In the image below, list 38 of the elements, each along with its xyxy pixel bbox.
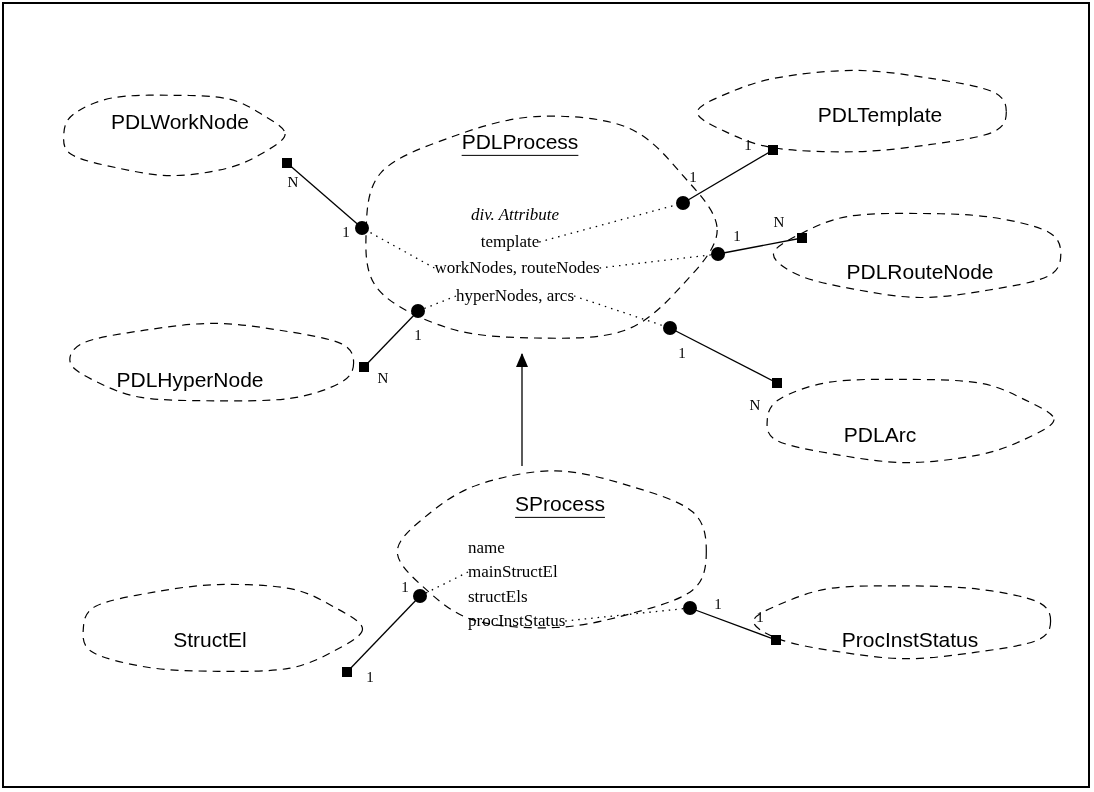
association-line (282, 158, 369, 235)
multiplicity-label: N (773, 214, 785, 230)
multiplicity-label: N (749, 397, 761, 413)
attribute-text: procInstStatus (468, 610, 566, 632)
multiplicity-label: N (377, 370, 389, 386)
multiplicity-label: 1 (342, 224, 350, 240)
attribute-text: workNodes, routeNodes (434, 257, 600, 279)
association-line (683, 601, 781, 645)
association-line (663, 321, 782, 388)
class-name: PDLHyperNode (116, 366, 264, 393)
class-name: PDLWorkNode (110, 108, 250, 135)
class-name: SProcess (515, 490, 605, 517)
inheritance-arrow (516, 353, 528, 467)
class-name: ProcInstStatus (841, 626, 979, 653)
class-name: PDLRouteNode (846, 258, 994, 285)
multiplicity-label: 1 (678, 345, 686, 361)
attribute-text: template (480, 231, 540, 253)
multiplicity-label: 1 (366, 669, 374, 685)
attribute-text: mainStructEl (468, 561, 558, 583)
association-line (359, 304, 425, 372)
multiplicity-label: 1 (689, 169, 697, 185)
attribute-text: structEls (468, 586, 528, 608)
association-line (342, 589, 427, 677)
multiplicity-label: 1 (414, 327, 422, 343)
class-name: PDLTemplate (817, 101, 943, 128)
association-line (676, 145, 778, 210)
multiplicity-label: N (287, 174, 299, 190)
attribute-text: div. Attribute (470, 204, 560, 226)
attribute-text: name (468, 537, 505, 559)
multiplicity-label: 1 (714, 596, 722, 612)
class-name: PDLProcess (461, 128, 579, 155)
class-name: PDLArc (843, 421, 917, 448)
multiplicity-label: 1 (733, 228, 741, 244)
multiplicity-label: 1 (401, 579, 409, 595)
multiplicity-label: 1 (756, 609, 764, 625)
association-line (711, 233, 807, 261)
attribute-text: hyperNodes, arcs (456, 285, 574, 307)
class-name: StructEl (173, 626, 247, 653)
